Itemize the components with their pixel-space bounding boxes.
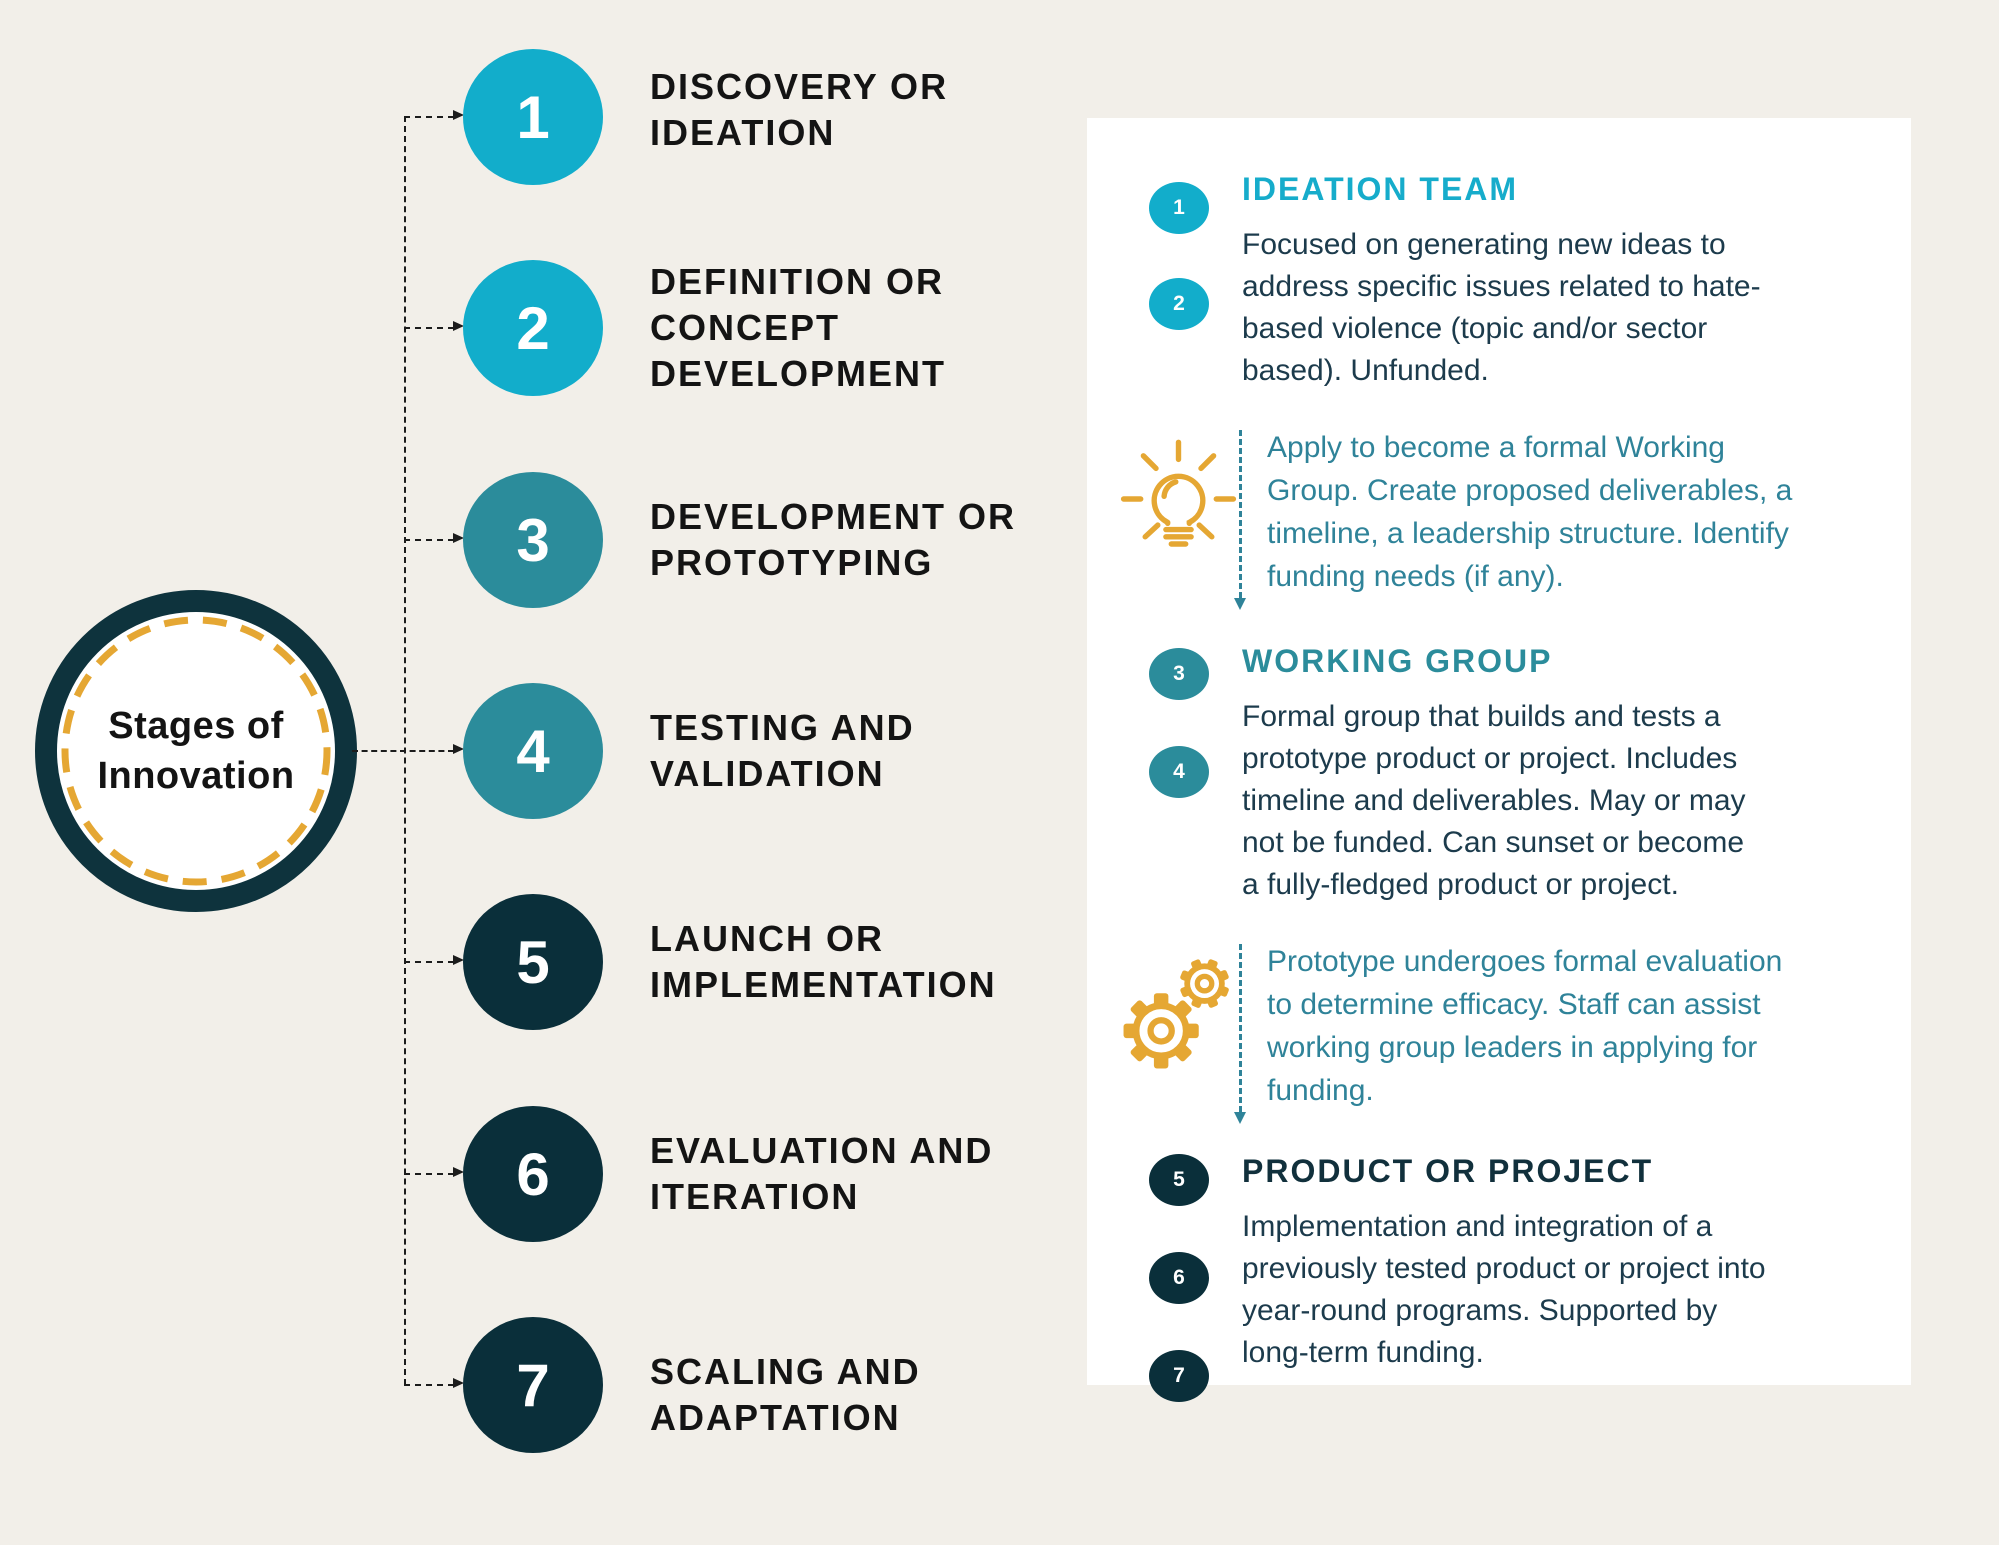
badge-rail: 1 2 [1149,170,1242,392]
badge-4: 4 [1149,746,1209,798]
callout-apply-working-group: Apply to become a formal Working Group. … [1117,424,1861,610]
stage-label-2: DEFINITION OR CONCEPT DEVELOPMENT [650,261,947,394]
connector-arrow-4 [352,744,464,755]
gears-icon [1117,938,1239,1112]
section-ideation-team: 1 2 IDEATION TEAM Focused on generating … [1149,170,1861,392]
hub-circle: Stages of Innovation [34,589,358,913]
down-arrow-connector [1234,938,1246,1124]
hub-title: Stages of Innovation [97,705,295,797]
stage-label-1: DISCOVERY OR IDEATION [650,66,949,153]
section-heading: WORKING GROUP [1242,643,1553,679]
stage-number: 2 [516,294,550,362]
badge-rail: 3 4 [1149,642,1242,906]
section-body-text: Implementation and integration of a prev… [1242,1210,1766,1369]
badge-7: 7 [1149,1350,1209,1402]
stage-number: 4 [516,717,550,785]
badge-1: 1 [1149,182,1209,234]
badge-2: 2 [1149,278,1209,330]
badge-3: 3 [1149,648,1209,700]
hub-rings [35,590,357,912]
down-arrow-connector [1234,424,1246,610]
badge-6: 6 [1149,1252,1209,1304]
section-heading: PRODUCT OR PROJECT [1242,1153,1654,1189]
section-body-text: Formal group that builds and tests a pro… [1242,700,1746,901]
section-heading: IDEATION TEAM [1242,171,1519,207]
stage-circle-6: 6 [463,1106,603,1242]
badge-5: 5 [1149,1154,1209,1206]
stage-circle-2: 2 [463,260,603,396]
stage-label-5: LAUNCH OR IMPLEMENTATION [650,918,997,1005]
callout-text: Prototype undergoes formal evaluation to… [1267,945,1783,1107]
connector-arrow-7 [404,1378,464,1389]
stage-number: 7 [516,1351,550,1419]
stage-label-3: DEVELOPMENT OR PROTOTYPING [650,496,1017,583]
connector-arrow-1 [404,110,464,121]
stage-circle-1: 1 [463,49,603,185]
stage-number: 1 [516,83,550,151]
stage-circle-7: 7 [463,1317,603,1453]
connector-arrow-5 [404,955,464,966]
stage-label-7: SCALING AND ADAPTATION [650,1351,921,1438]
stage-circle-4: 4 [463,683,603,819]
section-product-or-project: 5 6 7 PRODUCT OR PROJECT Implementation … [1149,1152,1861,1402]
stage-number: 3 [516,506,550,574]
connector-arrow-2 [404,321,464,332]
stage-label-4: TESTING AND VALIDATION [650,707,915,794]
callout-prototype-evaluation: Prototype undergoes formal evaluation to… [1117,938,1861,1124]
stage-circle-3: 3 [463,472,603,608]
lightbulb-icon [1117,424,1239,598]
connector-arrow-6 [404,1167,464,1178]
stage-circle-5: 5 [463,894,603,1030]
callout-text: Apply to become a formal Working Group. … [1267,431,1793,593]
connector-arrow-3 [404,533,464,544]
badge-rail: 5 6 7 [1149,1152,1242,1402]
stage-label-6: EVALUATION AND ITERATION [650,1130,994,1217]
stage-number: 5 [516,928,550,996]
section-working-group: 3 4 WORKING GROUP Formal group that buil… [1149,642,1861,906]
stage-number: 6 [516,1140,550,1208]
explanation-panel: 1 2 IDEATION TEAM Focused on generating … [1087,118,1911,1402]
section-body-text: Focused on generating new ideas to addre… [1242,228,1761,387]
